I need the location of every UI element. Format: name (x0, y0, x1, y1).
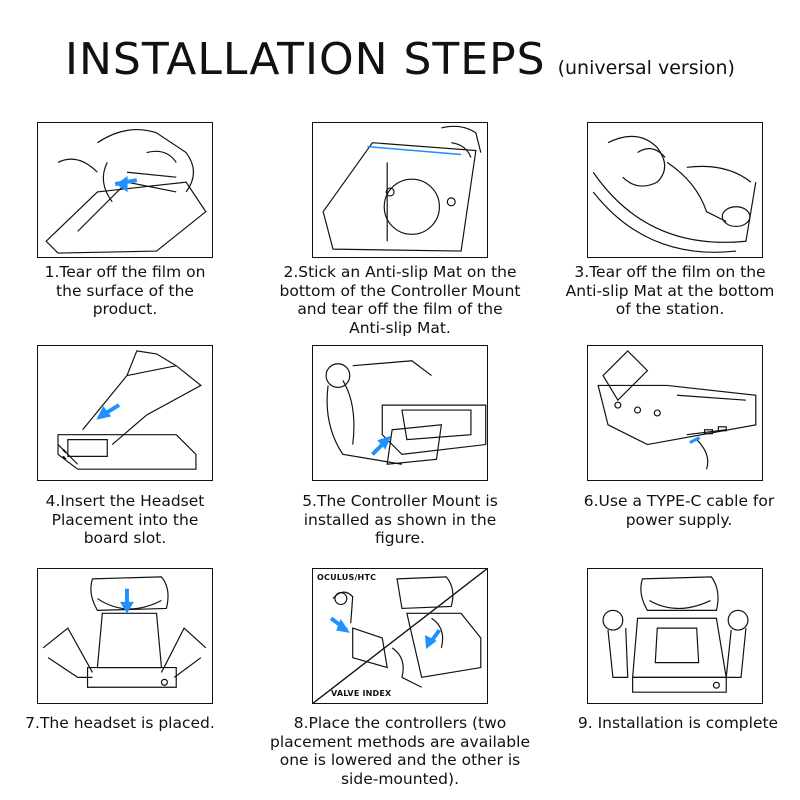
step-3-line-3: of the station. (615, 300, 725, 318)
step-1-line-1: 1.Tear off the film on (44, 263, 206, 281)
step-4-line-3: board slot. (83, 529, 167, 547)
step-2-line-1: 2.Stick an Anti-slip Mat on the (283, 263, 517, 281)
step-3-line-1: 3.Tear off the film on the (574, 263, 766, 281)
page-header: INSTALLATION STEPS (universal version) (0, 34, 800, 85)
page-subtitle: (universal version) (557, 57, 735, 79)
step-8-illustration: OCULUS/HTC VALVE INDEX (312, 568, 488, 704)
step-8-line-1: 8.Place the controllers (two (293, 714, 507, 732)
step-4-line-2: Placement into the (51, 510, 199, 529)
step-6-line-2: power supply. (625, 510, 733, 529)
step-2-line-2: bottom of the Controller Mount (279, 281, 521, 300)
step-1-line-2: the surface of the (56, 281, 194, 300)
step-5-caption: 5.The Controller Mount is installed as s… (270, 492, 530, 548)
step-7-caption: 7.The headset is placed. (0, 714, 250, 733)
panel-8-label-valve: VALVE INDEX (331, 689, 392, 698)
step-1-illustration (37, 122, 213, 258)
step-2-illustration (312, 122, 488, 258)
step-2-line-3: and tear off the film of the (297, 300, 503, 318)
step-3-line-2: Anti-slip Mat at the bottom (565, 281, 775, 300)
step-9-caption: 9. Installation is complete (548, 714, 800, 733)
step-2-line-4: Anti-slip Mat. (349, 318, 451, 337)
panel-8-label-oculus: OCULUS/HTC (317, 573, 377, 582)
step-1-caption: 1.Tear off the film on the surface of th… (0, 263, 255, 319)
step-4-illustration (37, 345, 213, 481)
step-6-illustration (587, 345, 763, 481)
step-6-caption: 6.Use a TYPE-C cable for power supply. (549, 492, 800, 529)
step-3-illustration (587, 122, 763, 258)
step-5-line-2: installed as shown in the (303, 510, 497, 529)
step-9-illustration (587, 568, 763, 704)
step-9-line-1: 9. Installation is complete (577, 714, 779, 732)
step-8-line-2: placement methods are available (270, 732, 530, 751)
step-4-line-1: 4.Insert the Headset (45, 492, 205, 510)
step-5-illustration (312, 345, 488, 481)
step-6-line-1: 6.Use a TYPE-C cable for (583, 492, 775, 510)
step-8-line-4: side-mounted). (340, 769, 459, 788)
step-5-line-3: figure. (375, 529, 425, 547)
step-7-illustration (37, 568, 213, 704)
step-3-caption: 3.Tear off the film on the Anti-slip Mat… (540, 263, 800, 319)
step-1-line-3: product. (92, 300, 158, 318)
step-8-line-3: one is lowered and the other is (279, 751, 521, 769)
step-5-line-1: 5.The Controller Mount is (302, 492, 498, 510)
step-2-caption: 2.Stick an Anti-slip Mat on the bottom o… (270, 263, 530, 337)
page-title: INSTALLATION STEPS (65, 34, 546, 85)
step-8-caption: 8.Place the controllers (two placement m… (270, 714, 530, 788)
step-7-line-1: 7.The headset is placed. (25, 714, 215, 732)
step-4-caption: 4.Insert the Headset Placement into the … (0, 492, 255, 548)
